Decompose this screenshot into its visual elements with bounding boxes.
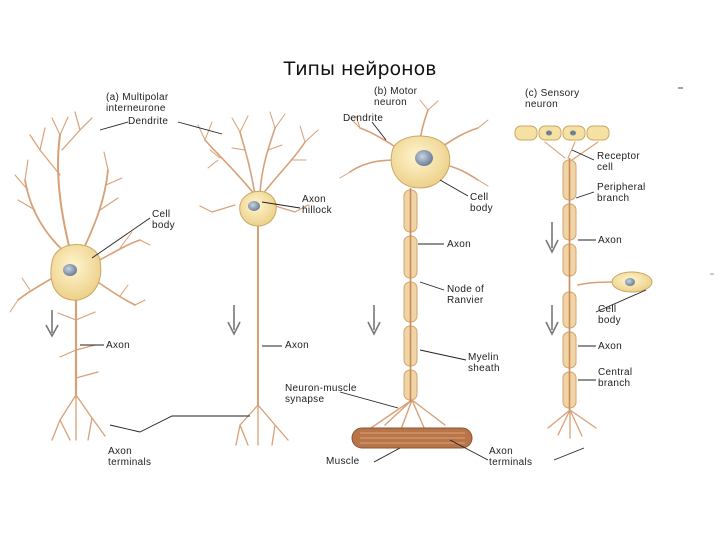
label-muscle: Muscle [326, 456, 359, 467]
direction-arrow-b [368, 305, 380, 334]
label-cell-body-b: Cell body [470, 192, 493, 214]
panel-b-heading: (b) Motor neuron [374, 86, 417, 108]
direction-arrow-c2 [546, 305, 558, 334]
label-axon-terminals-a: Axon terminals [108, 446, 151, 468]
label-myelin-sheath: Myelin sheath [468, 352, 500, 374]
label-peripheral-branch: Peripheral branch [597, 182, 646, 204]
cell-body-c [612, 272, 652, 292]
label-axon-terminals-b: Axon terminals [489, 446, 532, 468]
label-axon-c1: Axon [598, 235, 622, 246]
label-axon-a2: Axon [285, 340, 309, 351]
label-node-of-ranvier: Node of Ranvier [447, 284, 484, 306]
muscle-fiber [352, 428, 472, 448]
label-axon-a1: Axon [106, 340, 130, 351]
label-axon-c2: Axon [598, 341, 622, 352]
myelinated-axon-b [404, 188, 417, 402]
direction-arrow-a2 [228, 305, 240, 334]
label-axon-b: Axon [447, 239, 471, 250]
label-axon-hillock: Axon hillock [302, 194, 332, 216]
label-cell-body-c: Cell body [598, 304, 621, 326]
panel-a-heading: (a) Multipolar interneurone [106, 92, 169, 114]
cell-body-a2 [240, 191, 276, 226]
label-dendrite-b: Dendrite [343, 113, 383, 124]
label-cell-body-a: Cell body [152, 209, 175, 231]
receptor-cells [515, 126, 609, 140]
label-receptor-cell: Receptor cell [597, 151, 640, 173]
label-central-branch: Central branch [598, 367, 632, 389]
leader-lines [80, 122, 646, 462]
panel-c-heading: (c) Sensory neuron [525, 88, 579, 110]
label-dendrite-a: Dendrite [128, 116, 168, 127]
label-neuron-muscle-synapse: Neuron-muscle synapse [285, 383, 357, 405]
cell-body-a1 [51, 244, 101, 300]
direction-arrow-c1 [546, 222, 558, 252]
direction-arrow-a1 [46, 310, 58, 336]
myelinated-axon-c [563, 158, 576, 410]
